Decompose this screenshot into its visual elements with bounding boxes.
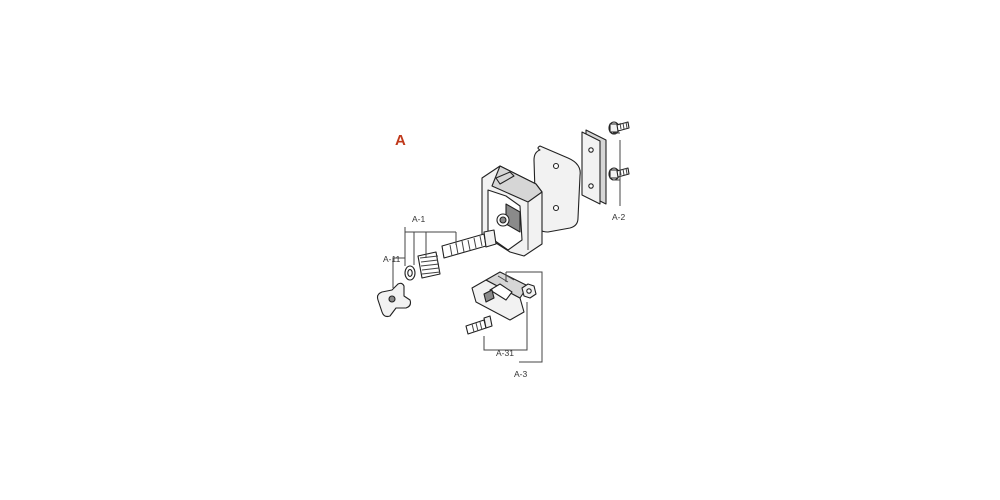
section-letter: A — [395, 132, 406, 149]
label-a1: A-1 — [412, 214, 426, 224]
housing-block — [481, 165, 543, 257]
clamp-screw — [465, 315, 493, 335]
compression-spring — [417, 251, 441, 279]
wing-knob — [376, 282, 412, 318]
backing-plate — [581, 129, 607, 205]
hex-nut — [521, 283, 537, 299]
label-a3: A-3 — [514, 369, 528, 379]
clamp-jaw — [471, 271, 529, 321]
leader-lines — [392, 132, 621, 363]
screw-upper — [608, 121, 630, 135]
label-a2: A-2 — [612, 212, 626, 222]
threaded-bolt — [441, 229, 497, 259]
washer — [404, 265, 416, 281]
label-a11: A-11 — [383, 254, 401, 264]
screw-lower — [608, 167, 630, 181]
label-a31: A-31 — [496, 348, 514, 358]
gasket-plate — [533, 145, 581, 233]
